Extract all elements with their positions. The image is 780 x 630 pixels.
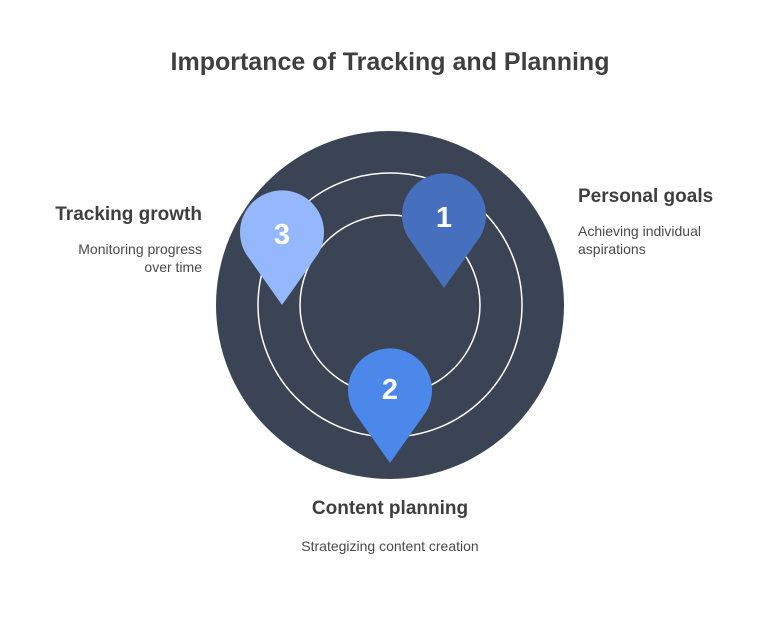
marker-3-pin: 3 [239,190,325,305]
marker-1-pin: 1 [401,173,486,288]
personal-goals-description-line: aspirations [578,241,646,257]
content-planning-description-line: Strategizing content creation [301,538,479,554]
personal-goals-description-line: Achieving individual [578,223,701,239]
tracking-growth-label: Tracking growth [55,204,202,225]
content-planning-description: Strategizing content creation [0,537,780,555]
marker-2-pin: 2 [348,348,432,463]
tracking-growth-description-line: Monitoring progress [78,241,202,257]
marker-2-number: 2 [382,374,398,406]
content-planning-label: Content planning [311,498,469,519]
personal-goals-label: Personal goals [578,186,714,207]
marker-1-number: 1 [436,202,452,234]
tracking-growth-description-line: over time [144,259,202,275]
personal-goals-description: Achieving individual aspirations [578,222,701,258]
tracking-growth-description: Monitoring progress over time [78,240,202,276]
marker-3-number: 3 [274,219,290,251]
diagram-title: Importance of Tracking and Planning [170,48,610,76]
